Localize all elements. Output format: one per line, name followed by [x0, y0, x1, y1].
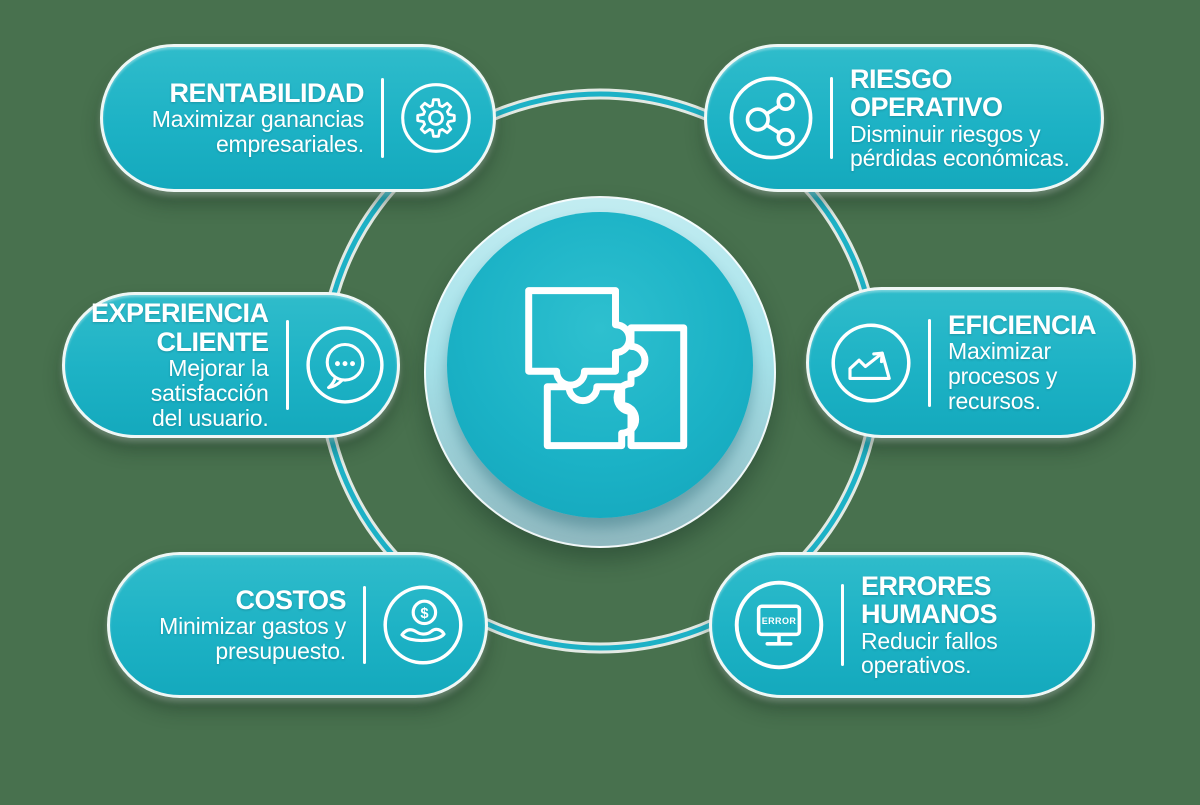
- pill-divider: [381, 78, 384, 158]
- pill-subtitle: procesos y: [948, 363, 1058, 390]
- center-hub-button: [447, 212, 753, 518]
- pill-title: RENTABILIDAD: [169, 78, 365, 108]
- pill-subtitle: del usuario.: [152, 404, 269, 431]
- pill-subtitle: Mejorar la: [168, 355, 269, 382]
- dollar-symbol: $: [420, 606, 428, 622]
- pill-subtitle: Maximizar: [948, 338, 1051, 365]
- pill-riesgo-operativo-text: RIESGO OPERATIVO Disminuir riesgos y pér…: [850, 65, 1075, 171]
- pill-subtitle: Minimizar gastos y: [159, 613, 346, 640]
- share-icon: [727, 74, 815, 162]
- gear-icon: [399, 81, 473, 155]
- chat-dots-icon: [304, 324, 386, 406]
- monitor-error-icon: ERROR: [732, 578, 826, 672]
- pill-title: ERRORES HUMANOS: [861, 570, 998, 630]
- error-label: ERROR: [762, 616, 797, 626]
- pill-subtitle: Reducir fallos: [861, 627, 998, 654]
- pill-title: EXPERIENCIA: [91, 298, 269, 329]
- pill-subtitle: pérdidas económicas.: [850, 145, 1070, 172]
- pill-riesgo-operativo: RIESGO OPERATIVO Disminuir riesgos y pér…: [704, 44, 1104, 192]
- pill-title: COSTOS: [235, 585, 346, 615]
- pill-title: RIESGO OPERATIVO: [850, 63, 1003, 123]
- pill-subtitle: presupuesto.: [215, 638, 346, 665]
- hand-dollar-icon: $: [381, 583, 465, 667]
- pill-subtitle: recursos.: [948, 388, 1041, 415]
- pill-rentabilidad-text: RENTABILIDAD Maximizar ganancias empresa…: [129, 78, 365, 158]
- pill-errores-humanos-text: ERRORES HUMANOS Reducir fallos operativo…: [861, 572, 1066, 678]
- pill-subtitle: Maximizar ganancias: [151, 106, 364, 133]
- pill-experiencia-cliente-text: EXPERIENCIA CLIENTE Mejorar la satisfacc…: [91, 299, 269, 430]
- pill-experiencia-cliente: EXPERIENCIA CLIENTE Mejorar la satisfacc…: [62, 292, 400, 438]
- pill-subtitle: empresariales.: [215, 131, 364, 158]
- pill-divider: [928, 318, 931, 407]
- puzzle-icon: [525, 287, 688, 450]
- pill-eficiencia: EFICIENCIA Maximizar procesos y recursos…: [806, 287, 1136, 438]
- center-hub: [424, 196, 776, 548]
- pill-subtitle: Disminuir riesgos y: [850, 120, 1041, 147]
- pill-divider: [830, 77, 833, 159]
- pill-rentabilidad: RENTABILIDAD Maximizar ganancias empresa…: [100, 44, 496, 192]
- pill-title: EFICIENCIA: [948, 310, 1097, 341]
- pill-divider: [285, 320, 289, 410]
- pill-subtitle: operativos.: [861, 652, 972, 679]
- pill-costos-text: COSTOS Minimizar gastos y presupuesto.: [136, 586, 346, 664]
- pill-divider: [363, 586, 366, 664]
- pill-errores-humanos: ERROR ERRORES HUMANOS Reducir fallos ope…: [709, 552, 1095, 698]
- pill-title: CLIENTE: [156, 326, 270, 357]
- chart-up-icon: [829, 321, 913, 405]
- pill-eficiencia-text: EFICIENCIA Maximizar procesos y recursos…: [948, 311, 1107, 414]
- pill-subtitle: satisfacción: [150, 379, 269, 406]
- pill-divider: [841, 584, 844, 666]
- pill-costos: COSTOS Minimizar gastos y presupuesto. $: [107, 552, 488, 698]
